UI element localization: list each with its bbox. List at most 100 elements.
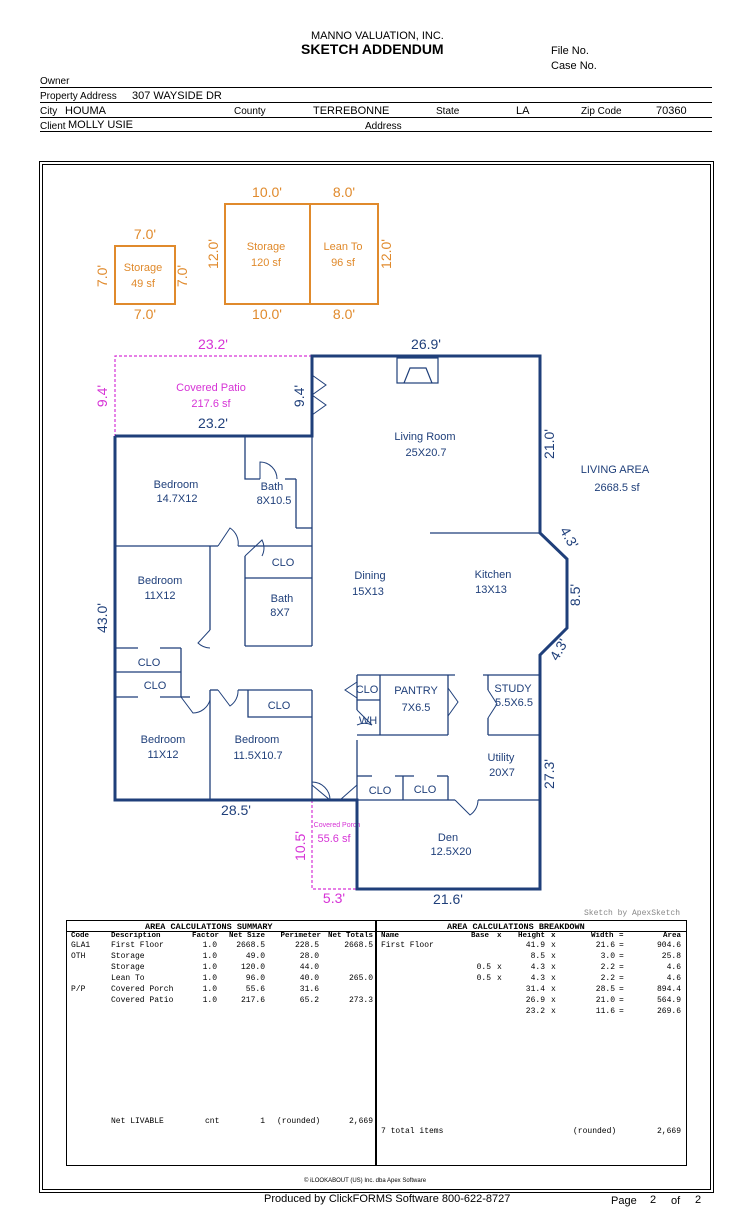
address-line (40, 102, 712, 103)
lean-to-dim-top: 8.0' (333, 184, 355, 200)
bath2-name: Bath (271, 593, 294, 605)
case-no-label: Case No. (551, 60, 597, 72)
client-line (40, 131, 712, 132)
patio-dim-left: 9.4' (94, 385, 110, 407)
breakdown-col-base: Base (471, 932, 490, 940)
sketch-frame-outer (39, 161, 714, 1193)
study-size: 5.5X6.5 (495, 697, 533, 709)
pantry-size: 7X6.5 (402, 702, 431, 714)
summary-col-perimeter: Perimeter (280, 932, 321, 940)
clo2-label: CLO (138, 657, 161, 669)
lean-to-name: Lean To (324, 241, 363, 253)
page-label: Page (611, 1195, 637, 1207)
storage-small-area: 49 sf (131, 278, 156, 290)
summary-col-net-size: Net Size (228, 932, 265, 940)
storage-small-dim-top: 7.0' (134, 226, 156, 242)
storage-large-dim-top: 10.0' (252, 184, 282, 200)
net-livable-rounded: (rounded) (277, 1117, 321, 1126)
pantry-clo-label: CLO (356, 684, 379, 696)
porch-area: 55.6 sf (317, 833, 351, 845)
company-name: MANNO VALUATION, INC. (311, 30, 444, 42)
bath1-size: 8X10.5 (257, 495, 292, 507)
city-line (40, 117, 712, 118)
dim-bottom-right: 21.6' (433, 891, 463, 907)
dim-bottom-left: 28.5' (221, 802, 251, 818)
copyright-notice: © iLOOKABOUT (US) Inc. dba Apex Software (304, 1178, 427, 1184)
produced-by: Produced by ClickFORMS Software 800-622-… (264, 1193, 511, 1205)
breakdown-total-items: 7 total items (381, 1127, 444, 1136)
bath2-size: 8X7 (270, 607, 290, 619)
bedroom1-size: 14.7X12 (157, 493, 198, 505)
net-livable-label: Net LIVABLE (111, 1117, 164, 1126)
storage-large-name: Storage (247, 241, 286, 253)
breakdown-col-width: Width (591, 932, 614, 940)
city-label: City (40, 106, 58, 117)
property-address-label: Property Address (40, 91, 117, 102)
breakdown-col-x2: x (551, 932, 556, 940)
dim-right-upper: 21.0' (541, 429, 557, 459)
breakdown-col-equals: = (619, 932, 624, 940)
dining-size: 15X13 (352, 586, 384, 598)
bedroom2-size: 11X12 (145, 590, 176, 602)
breakdown-rounded: (rounded) (573, 1127, 617, 1136)
zip-value: 70360 (656, 105, 687, 117)
clo1-label: CLO (272, 557, 295, 569)
owner-label: Owner (40, 76, 70, 87)
bedroom4-name: Bedroom (235, 734, 280, 746)
patio-dim-bottom: 23.2' (198, 415, 228, 431)
client-address-label: Address (365, 121, 402, 132)
breakdown-title: AREA CALCULATIONS BREAKDOWN (447, 922, 585, 932)
total-pages: 2 (695, 1194, 702, 1206)
patio-area: 217.6 sf (191, 398, 231, 410)
dim-left: 43.0' (94, 603, 110, 633)
storage-small (114, 245, 176, 305)
clo3-label: CLO (144, 680, 167, 692)
kitchen-size: 13X13 (475, 584, 507, 596)
net-livable-cnt: cnt (205, 1117, 220, 1126)
storage-small-dim-bottom: 7.0' (134, 306, 156, 322)
patio-name: Covered Patio (176, 382, 246, 394)
den-name: Den (438, 832, 458, 844)
porch-dim-bottom: 5.3' (323, 890, 345, 906)
dim-diag-lower: 4.3' (546, 636, 571, 663)
bedroom1-name: Bedroom (154, 479, 199, 491)
area-calculations-tables: AREA CALCULATIONS SUMMARY AREA CALCULATI… (66, 920, 687, 1166)
county-value: TERREBONNE (313, 105, 390, 117)
wh-label: WH (359, 715, 377, 727)
sketch-frame-inner (42, 164, 711, 1190)
clo4-label: CLO (268, 700, 291, 712)
lean-to-dim-bottom: 8.0' (333, 306, 355, 322)
porch-dim-left: 10.5' (292, 831, 308, 861)
kitchen-name: Kitchen (475, 569, 512, 581)
storage-small-dim-left: 7.0' (94, 265, 110, 287)
summary-title: AREA CALCULATIONS SUMMARY (145, 922, 273, 932)
sketch-credit: Sketch by ApexSketch (584, 909, 680, 918)
client-value: MOLLY USIE (68, 119, 134, 131)
city-value: HOUMA (65, 105, 106, 117)
storage-large-area: 120 sf (251, 257, 282, 269)
summary-col-code: Code (71, 932, 90, 940)
patio-dim-top: 23.2' (198, 336, 228, 352)
summary-col-factor: Factor (191, 932, 219, 940)
covered-patio (114, 355, 312, 436)
net-livable-count: 1 (260, 1117, 265, 1126)
county-label: County (234, 106, 266, 117)
storage-large-dim-bottom: 10.0' (252, 306, 282, 322)
state-value: LA (516, 105, 530, 117)
interior-walls (115, 436, 540, 801)
state-label: State (436, 106, 460, 117)
property-address-value: 307 WAYSIDE DR (132, 90, 222, 102)
of-label: of (671, 1195, 681, 1207)
study-name: STUDY (494, 683, 532, 695)
porch-name: Covered Porch (314, 822, 361, 829)
net-livable-total: 2,669 (348, 1117, 373, 1126)
dim-right-mid: 8.5' (567, 584, 583, 606)
zip-label: Zip Code (581, 106, 622, 117)
patio-dim-right: 9.4' (291, 385, 307, 407)
bedroom4-size: 11.5X10.7 (233, 750, 282, 762)
bath1-name: Bath (261, 481, 284, 493)
file-no-label: File No. (551, 45, 589, 57)
storage-small-dim-right: 7.0' (174, 265, 190, 287)
living-room-size: 25X20.7 (406, 447, 447, 459)
